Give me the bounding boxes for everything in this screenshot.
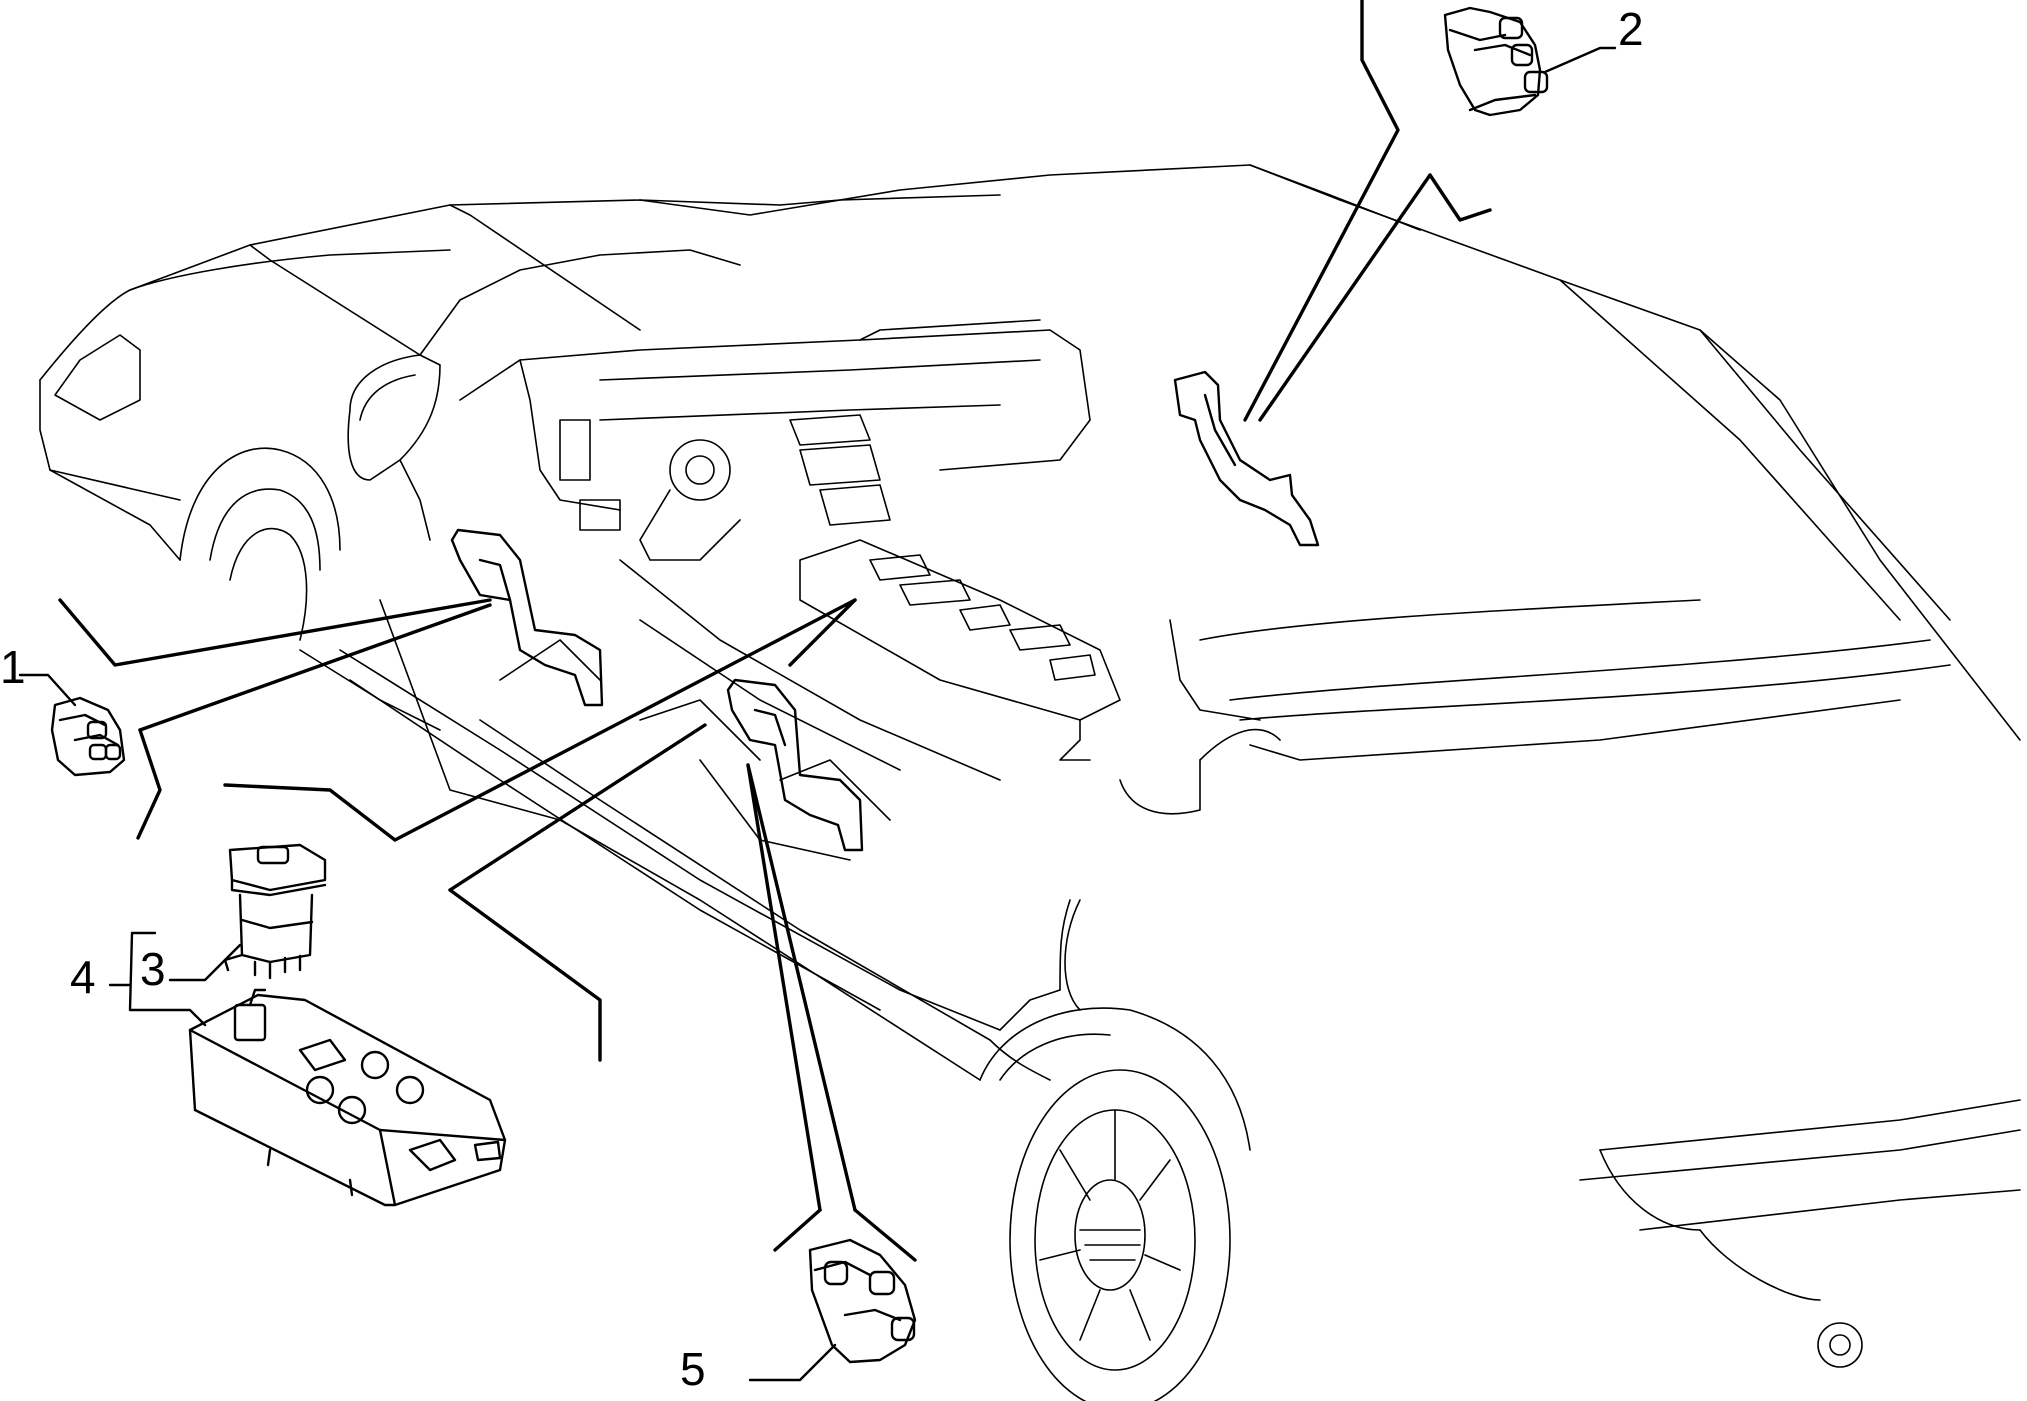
window-switch-icon [1443, 6, 1617, 117]
bracket-left-door [450, 528, 604, 707]
window-switch-icon [748, 1238, 917, 1382]
car-body-outline [39, 164, 2021, 1401]
bracket-passenger-door [726, 678, 864, 852]
window-switch-icon [18, 673, 126, 777]
callout-1: 1 [0, 641, 26, 693]
callout-5: 5 [680, 1343, 706, 1395]
callout-4: 4 [70, 951, 96, 1003]
switch-panel-icon [188, 988, 507, 1207]
callout-2: 2 [1618, 3, 1644, 55]
callouts: 1 2 3 4 5 [0, 3, 1644, 1395]
callout-leaders [108, 931, 242, 1027]
relay-switch-icon [223, 843, 327, 980]
leader-lines [58, 0, 1492, 1262]
callout-3: 3 [140, 943, 166, 995]
bracket-right-door [1173, 370, 1320, 547]
